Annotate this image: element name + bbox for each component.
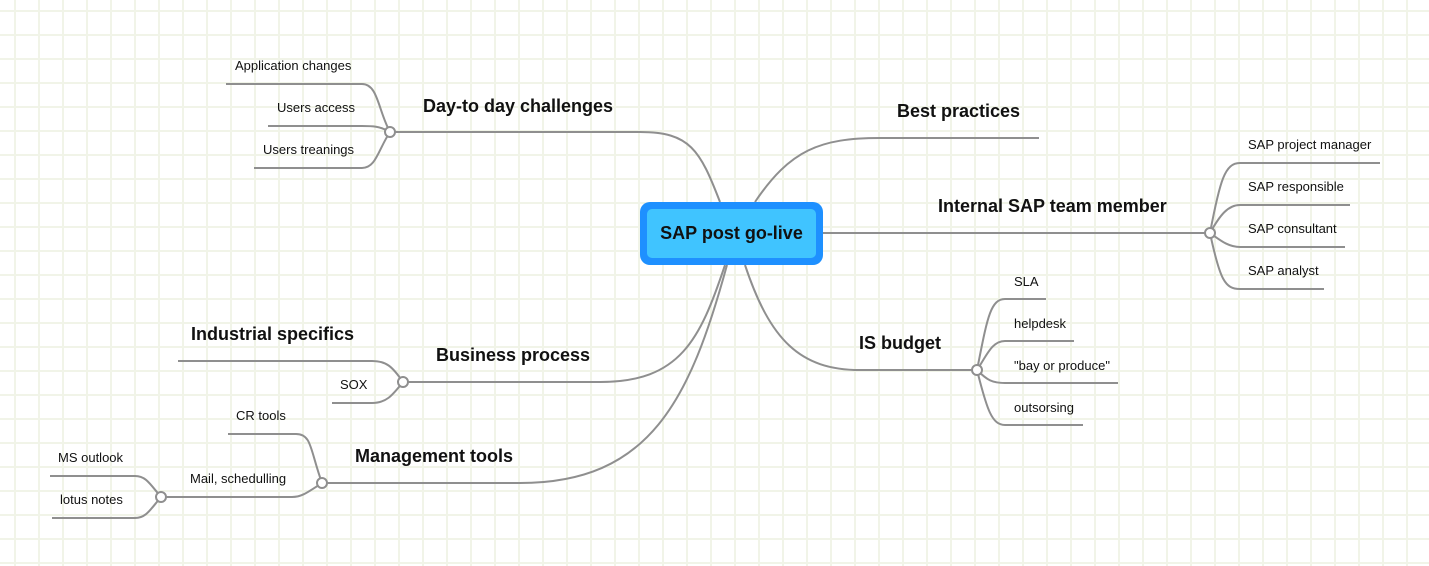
subtopic-sap-consultant[interactable]: SAP consultant bbox=[1248, 221, 1337, 236]
topic-is-budget[interactable]: IS budget bbox=[859, 333, 941, 353]
subtopic-mail-schedulling[interactable]: Mail, schedulling bbox=[190, 471, 287, 486]
subtopic-industrial-specifics[interactable]: Industrial specifics bbox=[191, 324, 355, 344]
topic-internal-sap-team-member[interactable]: Internal SAP team member bbox=[938, 196, 1167, 216]
topic-business-process[interactable]: Business process bbox=[436, 345, 591, 365]
root-label: SAP post go-live bbox=[647, 209, 816, 258]
root-node[interactable]: SAP post go-live bbox=[640, 202, 823, 265]
subtopic-cr-tools[interactable]: CR tools bbox=[236, 408, 286, 423]
subtopic-sap-analyst[interactable]: SAP analyst bbox=[1248, 263, 1319, 278]
subtopic-helpdesk[interactable]: helpdesk bbox=[1014, 316, 1067, 331]
subtopic-sap-project-manager[interactable]: SAP project manager bbox=[1248, 137, 1372, 152]
subtopic-application-changes[interactable]: Application changes bbox=[235, 58, 352, 73]
is-budget-collapse-handle[interactable] bbox=[971, 364, 983, 376]
subtopic-sap-responsible[interactable]: SAP responsible bbox=[1248, 179, 1344, 194]
topic-day-to-day-challenges[interactable]: Day-to day challenges bbox=[423, 96, 614, 116]
subtopic-lotus-notes[interactable]: lotus notes bbox=[60, 492, 123, 507]
subtopic-users-access[interactable]: Users access bbox=[277, 100, 356, 115]
mail-collapse-handle[interactable] bbox=[155, 491, 167, 503]
subtopic-outsorsing[interactable]: outsorsing bbox=[1014, 400, 1074, 415]
management-tools-collapse-handle[interactable] bbox=[316, 477, 328, 489]
business-process-collapse-handle[interactable] bbox=[397, 376, 409, 388]
topic-management-tools[interactable]: Management tools bbox=[355, 446, 514, 466]
subtopic-bay-or-produce[interactable]: "bay or produce" bbox=[1014, 358, 1110, 373]
subtopic-sla[interactable]: SLA bbox=[1014, 274, 1039, 289]
subtopic-ms-outlook[interactable]: MS outlook bbox=[58, 450, 124, 465]
subtopic-sox[interactable]: SOX bbox=[340, 377, 368, 392]
topic-best-practices[interactable]: Best practices bbox=[897, 101, 1021, 121]
internal-team-collapse-handle[interactable] bbox=[1204, 227, 1216, 239]
day-to-day-collapse-handle[interactable] bbox=[384, 126, 396, 138]
subtopic-users-treanings[interactable]: Users treanings bbox=[263, 142, 355, 157]
